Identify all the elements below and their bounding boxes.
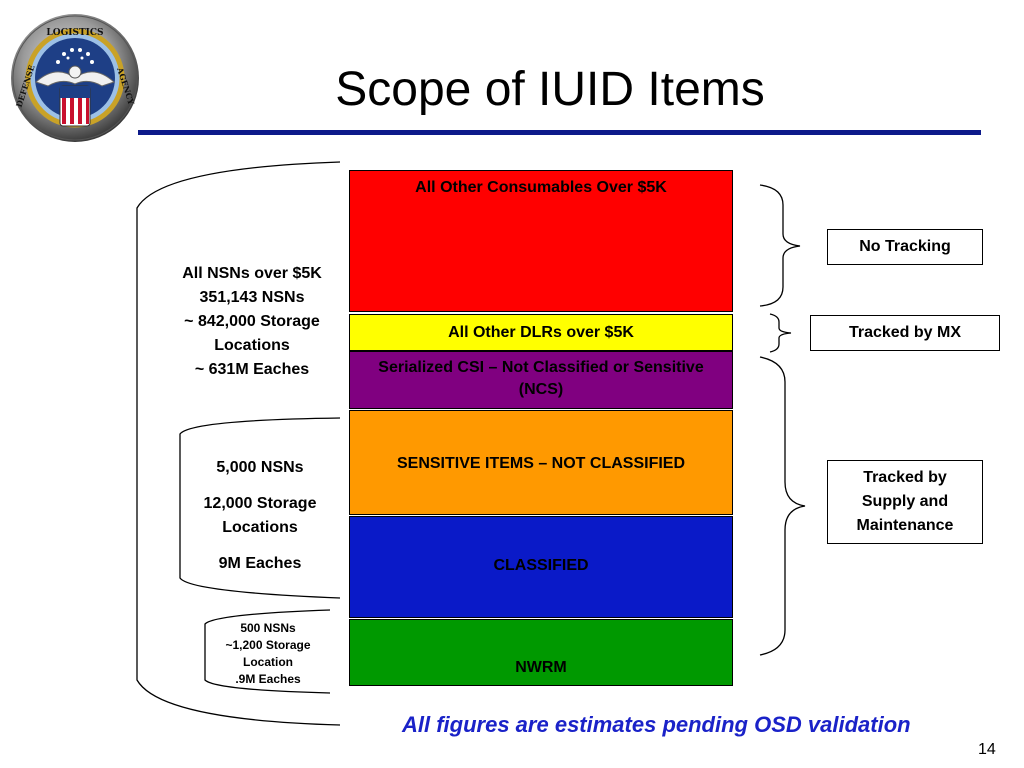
nwrm-group-summary: 500 NSNs ~1,200 Storage Location .9M Eac…: [207, 620, 329, 688]
estimates-footnote: All figures are estimates pending OSD va…: [402, 712, 911, 737]
nwrm-line: .9M Eaches: [235, 672, 301, 686]
tracked-by-supply-maintenance-label: Tracked by Supply and Maintenance: [827, 460, 983, 544]
tracked-mx-brace: [769, 313, 792, 353]
block-label-consumables: All Other Consumables Over $5K: [415, 179, 667, 196]
title-underline: [138, 130, 981, 135]
all-nsns-bracket: [136, 161, 341, 726]
logo-ring-text-top: LOGISTICS: [46, 28, 103, 38]
no-tracking-text: No Tracking: [859, 238, 951, 255]
all-nsns-line: 351,143 NSNs: [199, 289, 305, 306]
block-sensitive-items: SENSITIVE ITEMS – NOT CLASSIFIED: [349, 410, 733, 515]
tracked-supply-brace: [759, 356, 806, 656]
block-label-nwrm: NWRM: [515, 659, 567, 676]
block-label-sensitive: SENSITIVE ITEMS – NOT CLASSIFIED: [396, 455, 686, 472]
tracked-supply-line: Maintenance: [856, 517, 954, 534]
no-tracking-brace: [759, 184, 801, 307]
page-number: 14: [978, 741, 996, 758]
sensitive-storage-line2: Locations: [222, 519, 298, 536]
sensitive-nsns: 5,000 NSNs: [216, 459, 304, 476]
nwrm-line: ~1,200 Storage: [225, 638, 311, 652]
sensitive-group-summary: 5,000 NSNs 12,000 Storage Locations 9M E…: [180, 456, 340, 576]
block-label-classified: CLASSIFIED: [493, 557, 589, 574]
nwrm-line: Location: [243, 655, 293, 669]
all-nsns-line: ~ 631M Eaches: [194, 361, 310, 378]
nwrm-line: 500 NSNs: [240, 621, 296, 635]
block-all-other-dlrs: All Other DLRs over $5K: [349, 314, 733, 351]
all-nsns-line: ~ 842,000 Storage: [184, 313, 320, 330]
block-nwrm: NWRM: [349, 619, 733, 686]
nwrm-bracket: [204, 609, 331, 694]
sensitive-storage-line1: 12,000 Storage: [203, 495, 317, 512]
block-label-serialized: Serialized CSI – Not Classified or Sensi…: [378, 359, 704, 398]
slide-title: Scope of IUID Items: [335, 63, 765, 116]
tracked-mx-text: Tracked by MX: [848, 324, 962, 341]
block-all-other-consumables: All Other Consumables Over $5K: [349, 170, 733, 312]
sensitive-eaches: 9M Eaches: [218, 555, 302, 572]
tracked-supply-line: Tracked by: [863, 469, 947, 486]
tracked-supply-line: Supply and: [861, 493, 949, 510]
all-nsns-line: All NSNs over $5K: [182, 265, 322, 282]
block-label-dlrs: All Other DLRs over $5K: [448, 324, 634, 341]
block-serialized-csi: Serialized CSI – Not Classified or Sensi…: [349, 351, 733, 409]
no-tracking-label: No Tracking: [827, 229, 983, 265]
all-nsns-summary: All NSNs over $5K 351,143 NSNs ~ 842,000…: [152, 262, 352, 382]
all-nsns-line: Locations: [214, 337, 290, 354]
tracked-by-mx-label: Tracked by MX: [810, 315, 1000, 351]
sensitive-bracket: [179, 417, 341, 599]
dla-logo: LOGISTICS DEFENSE AGENCY: [11, 14, 139, 142]
block-classified: CLASSIFIED: [349, 516, 733, 618]
